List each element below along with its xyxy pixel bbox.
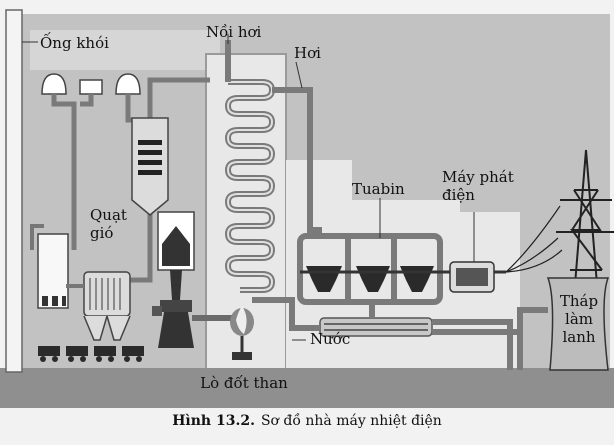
cooling-tower: [546, 277, 610, 371]
label-furnace: Lò đốt than: [200, 374, 288, 392]
turbine-stages: [306, 266, 434, 292]
coal-hopper: [152, 211, 195, 348]
dome-tanks: [41, 73, 141, 95]
ash-silo: [30, 224, 69, 309]
scrubber-column: [131, 117, 169, 216]
label-line: Quạt: [90, 206, 127, 224]
label-boiler: Nồi hơi: [206, 23, 262, 41]
label-line: làm: [565, 310, 593, 328]
label-line: điện: [442, 186, 475, 204]
building-wall-light: [30, 30, 220, 70]
label-turbine: Tuabin: [352, 180, 405, 198]
boiler-coil-highlight: [226, 81, 274, 291]
steam-pipe: [272, 87, 322, 233]
figure-number: Hình 13.2.: [172, 413, 255, 429]
steam-leader: [295, 61, 303, 89]
furnace-flame: [230, 306, 254, 360]
figure-caption: Hình 13.2. Sơ đồ nhà máy nhiệt điện: [0, 413, 614, 429]
water-pipe: [252, 297, 320, 331]
label-steam: Hơi: [294, 44, 321, 62]
fan-unit: [66, 271, 131, 341]
power-lines: [505, 205, 563, 273]
chimney: [5, 9, 23, 373]
figure-caption-text: Sơ đồ nhà máy nhiệt điện: [260, 413, 442, 429]
label-water: Nước: [310, 330, 350, 348]
label-line: lanh: [562, 328, 595, 346]
generator: [449, 261, 506, 293]
label-line: Máy phát: [442, 168, 514, 186]
label-chimney: Ống khói: [40, 32, 109, 52]
flue-pipes: [51, 77, 210, 283]
ash-carts: [38, 346, 144, 362]
label-line: Tháp: [560, 292, 598, 310]
label-line: gió: [90, 224, 113, 242]
ground: [0, 368, 614, 408]
cooling-pipes: [432, 307, 548, 370]
